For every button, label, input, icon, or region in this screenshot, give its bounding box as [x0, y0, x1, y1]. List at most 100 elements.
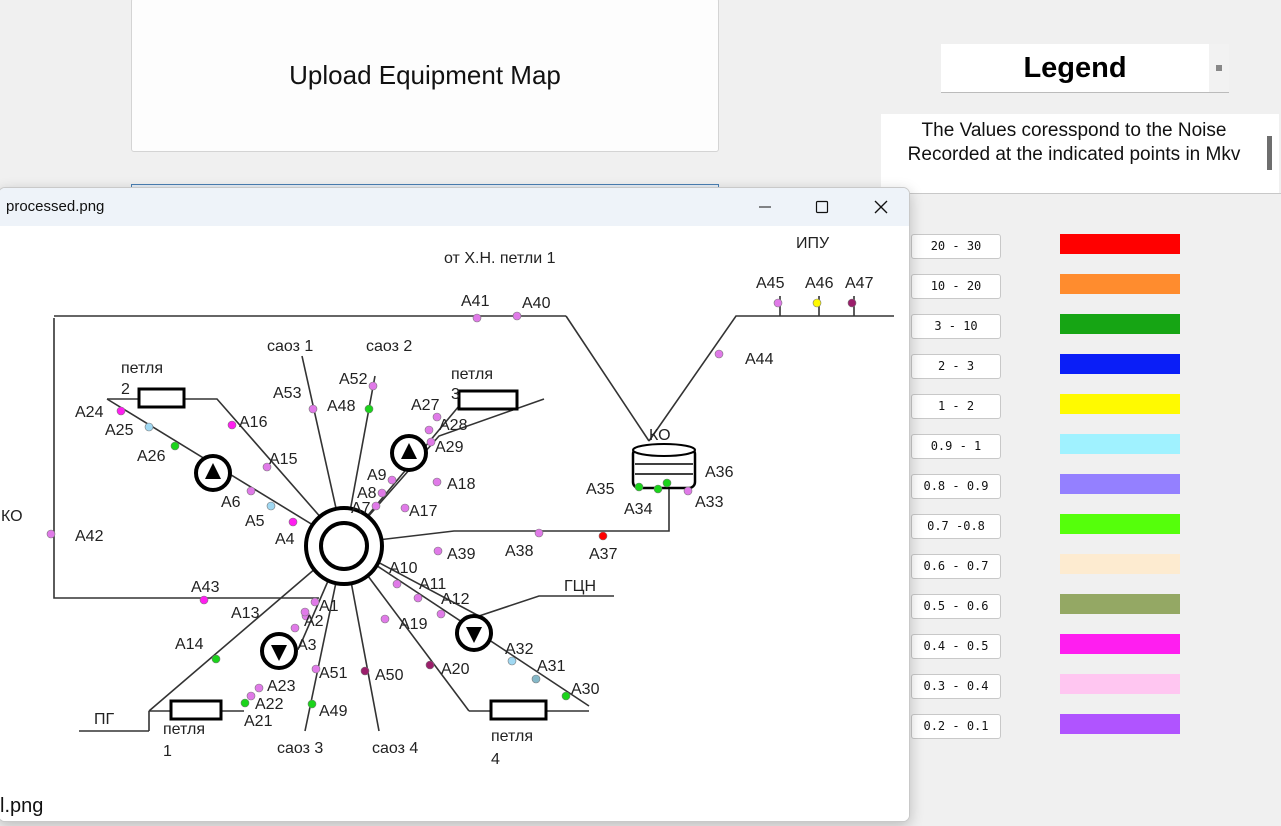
measurement-point-A34 — [653, 484, 663, 494]
measurement-point-A47 — [847, 298, 857, 308]
measurement-point-label-A32: A32 — [505, 641, 534, 658]
measurement-point-A25 — [144, 422, 154, 432]
measurement-point-A19 — [380, 614, 390, 624]
measurement-point-A24 — [116, 406, 126, 416]
legend-range-3[interactable]: 2 - 3 — [911, 354, 1001, 379]
measurement-point-A23 — [254, 683, 264, 693]
measurement-point-A4 — [288, 517, 298, 527]
legend-range-6[interactable]: 0.8 - 0.9 — [911, 474, 1001, 499]
legend-description-scrollbar[interactable] — [1267, 136, 1272, 170]
measurement-point-label-A47: A47 — [845, 275, 874, 292]
measurement-point-A41 — [472, 313, 482, 323]
measurement-point-A32 — [507, 656, 517, 666]
measurement-point-label-A2: A2 — [304, 613, 324, 630]
measurement-point-label-A46: A46 — [805, 275, 834, 292]
legend-divider — [881, 193, 1281, 194]
measurement-point-A44 — [714, 349, 724, 359]
measurement-point-label-A26: A26 — [137, 448, 166, 465]
legend-range-9[interactable]: 0.5 - 0.6 — [911, 594, 1001, 619]
diagram-label-2: КО — [649, 427, 671, 444]
measurement-point-A36 — [662, 478, 672, 488]
measurement-point-A20 — [425, 660, 435, 670]
measurement-point-A16 — [227, 420, 237, 430]
diagram-label-16: петля — [491, 728, 533, 745]
measurement-point-label-A1: A1 — [319, 598, 339, 615]
measurement-point-A51 — [311, 664, 321, 674]
measurement-point-A31 — [531, 674, 541, 684]
legend-range-7[interactable]: 0.7 -0.8 — [911, 514, 1001, 539]
measurement-point-A21 — [240, 698, 250, 708]
measurement-point-A10 — [392, 579, 402, 589]
measurement-point-label-A36: A36 — [705, 464, 734, 481]
diagram-label-17: 4 — [491, 751, 500, 768]
measurement-point-label-A14: A14 — [175, 636, 204, 653]
legend-range-5[interactable]: 0.9 - 1 — [911, 434, 1001, 459]
legend-header-scrollbar[interactable] — [1209, 44, 1229, 92]
legend-range-12[interactable]: 0.2 - 0.1 — [911, 714, 1001, 739]
legend-swatch-10 — [1060, 634, 1180, 654]
legend-swatch-7 — [1060, 514, 1180, 534]
legend-swatch-12 — [1060, 714, 1180, 734]
measurement-point-label-A43: A43 — [191, 579, 220, 596]
diagram-label-8: саоз 3 — [277, 740, 323, 757]
maximize-button[interactable] — [794, 188, 850, 226]
legend-range-4[interactable]: 1 - 2 — [911, 394, 1001, 419]
close-button[interactable] — [853, 188, 909, 226]
measurement-point-label-A51: A51 — [319, 665, 348, 682]
legend-swatch-9 — [1060, 594, 1180, 614]
legend-range-2[interactable]: 3 - 10 — [911, 314, 1001, 339]
measurement-point-A43 — [199, 595, 209, 605]
measurement-point-A27 — [432, 412, 442, 422]
upload-equipment-map-button[interactable]: Upload Equipment Map — [131, 0, 719, 152]
legend-description-box: The Values coresspond to the Noise Recor… — [881, 114, 1279, 193]
measurement-point-A50 — [360, 666, 370, 676]
diagram-label-15: 1 — [163, 743, 172, 760]
measurement-point-label-A31: A31 — [537, 658, 566, 675]
legend-swatch-5 — [1060, 434, 1180, 454]
measurement-point-A18 — [432, 477, 442, 487]
measurement-point-label-A44: A44 — [745, 351, 774, 368]
legend-range-1[interactable]: 10 - 20 — [911, 274, 1001, 299]
measurement-point-label-A42: A42 — [75, 528, 104, 545]
measurement-point-label-A40: A40 — [522, 295, 551, 312]
measurement-point-label-A49: A49 — [319, 703, 348, 720]
measurement-point-A28 — [424, 425, 434, 435]
measurement-point-A46 — [812, 298, 822, 308]
filename-caption: l.png — [0, 795, 44, 817]
measurement-point-label-A24: A24 — [75, 404, 104, 421]
measurement-point-A49 — [307, 699, 317, 709]
measurement-point-A6 — [246, 486, 256, 496]
diagram-label-14: петля — [163, 721, 205, 738]
legend-range-8[interactable]: 0.6 - 0.7 — [911, 554, 1001, 579]
legend-swatch-1 — [1060, 274, 1180, 294]
measurement-point-label-A9: A9 — [367, 467, 387, 484]
measurement-point-label-A48: A48 — [327, 398, 356, 415]
diagram-label-0: от Х.Н. петли 1 — [444, 250, 556, 267]
upload-button-label: Upload Equipment Map — [289, 59, 561, 90]
legend-range-11[interactable]: 0.3 - 0.4 — [911, 674, 1001, 699]
measurement-point-A11 — [413, 593, 423, 603]
legend-range-0[interactable]: 20 - 30 — [911, 234, 1001, 259]
diagram-label-7: саоз 2 — [366, 338, 412, 355]
measurement-point-A48 — [364, 404, 374, 414]
measurement-point-label-A23: A23 — [267, 678, 296, 695]
measurement-point-label-A33: A33 — [695, 494, 724, 511]
legend-range-10[interactable]: 0.4 - 0.5 — [911, 634, 1001, 659]
minimize-button[interactable] — [737, 188, 793, 226]
legend-swatch-2 — [1060, 314, 1180, 334]
legend-swatch-8 — [1060, 554, 1180, 574]
steam-generator-icons — [137, 387, 548, 721]
measurement-point-label-A4: A4 — [275, 531, 295, 548]
measurement-point-A30 — [561, 691, 571, 701]
measurement-point-label-A53: A53 — [273, 385, 302, 402]
measurement-point-A5 — [266, 501, 276, 511]
window-titlebar[interactable]: processed.png — [0, 188, 909, 226]
measurement-point-A8 — [377, 488, 387, 498]
measurement-point-label-A7: A7 — [351, 500, 371, 517]
measurement-point-A45 — [773, 298, 783, 308]
measurement-point-A17 — [400, 503, 410, 513]
measurement-point-A38 — [534, 528, 544, 538]
close-icon — [874, 200, 888, 214]
legend-swatch-4 — [1060, 394, 1180, 414]
